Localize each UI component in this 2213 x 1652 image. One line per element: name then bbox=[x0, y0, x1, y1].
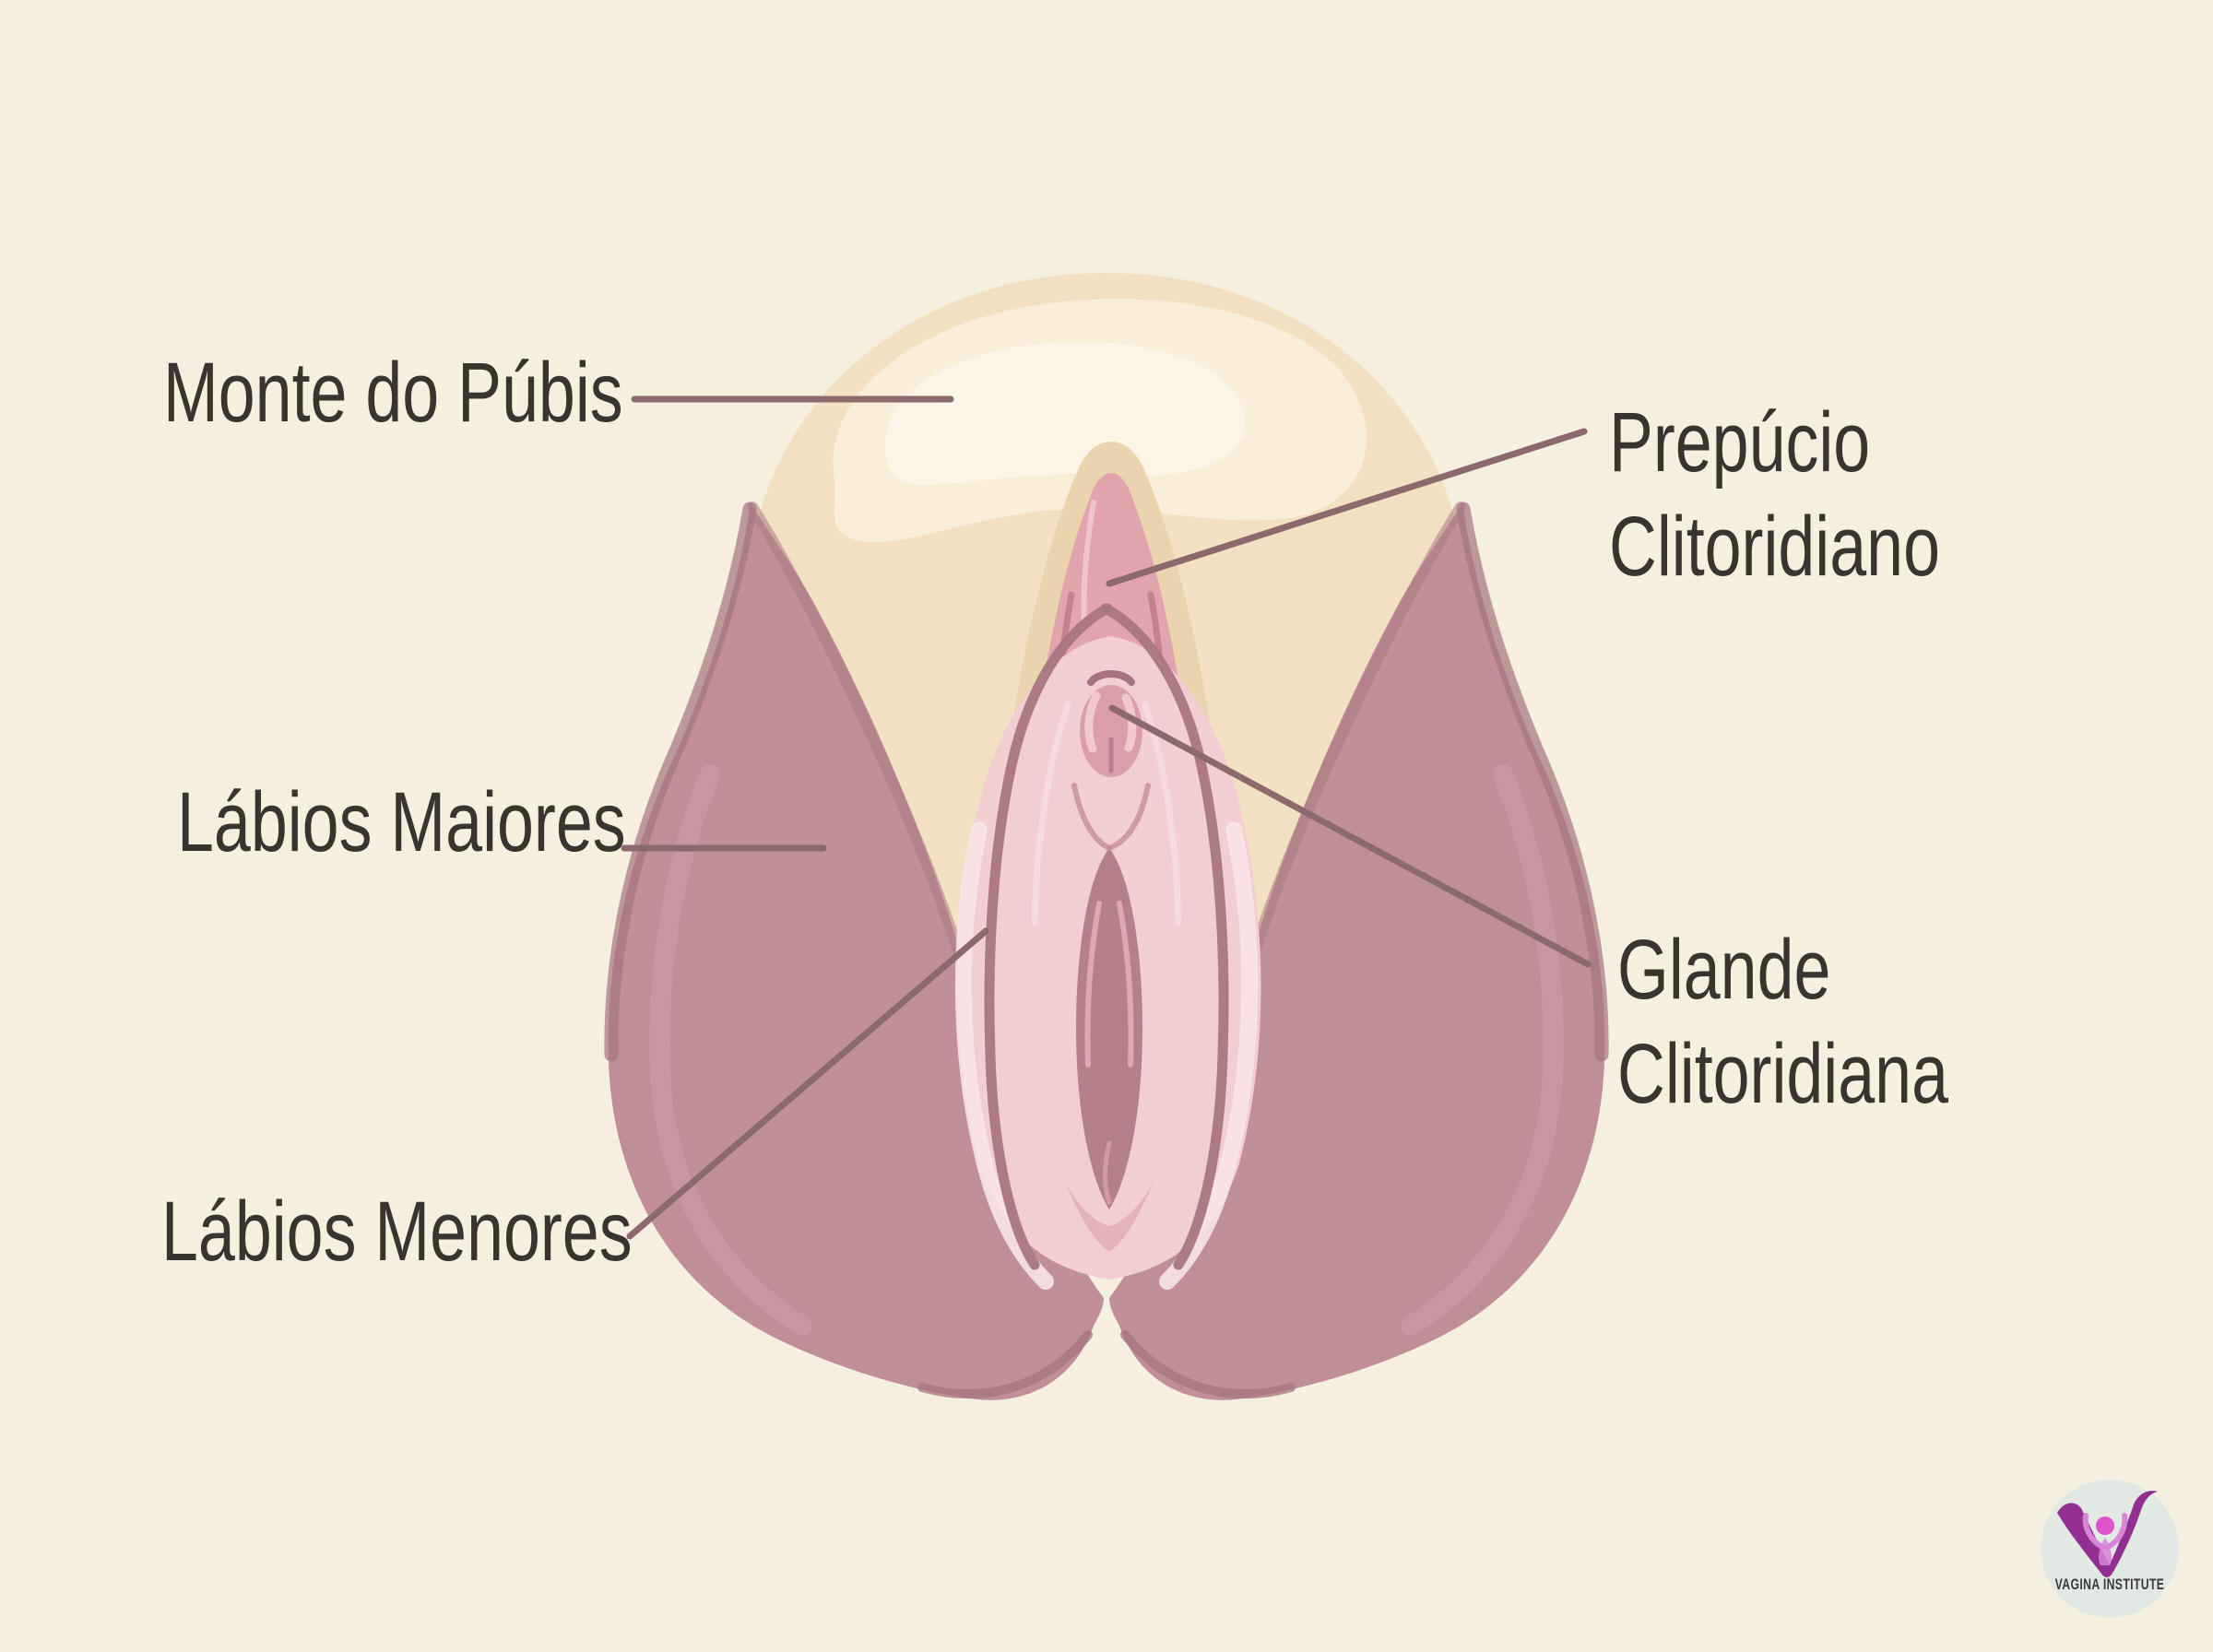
minora-edge-highlight-right bbox=[1159, 821, 1259, 1290]
minora-edge-highlight-left bbox=[954, 821, 1054, 1290]
hood-highlight-streak bbox=[1081, 500, 1096, 628]
glans-highlight-right bbox=[1121, 693, 1137, 752]
logo-v-emblem bbox=[2057, 1491, 2158, 1577]
majora-highlight-right bbox=[1401, 764, 1564, 1336]
glans-fold-right bbox=[1106, 783, 1151, 851]
clitoral-glans bbox=[1071, 670, 1151, 851]
leader-labios-menores bbox=[626, 927, 989, 1240]
mons-highlight-bright bbox=[884, 341, 1246, 485]
vestibule-highlight-left bbox=[1084, 901, 1102, 1068]
glans-hood-notch bbox=[1087, 670, 1135, 686]
vestibule-highlight-right bbox=[1117, 901, 1134, 1068]
glans-highlight-left bbox=[1084, 691, 1101, 753]
vagina-institute-logo: VAGINA INSTITUTE bbox=[2041, 1480, 2179, 1618]
majora-inner-shade-left bbox=[747, 502, 972, 983]
majora-cleft-rim-right bbox=[1120, 1330, 1296, 1399]
leader-lines bbox=[621, 395, 1592, 1240]
label-monte-do-pubis: Monte do Púbis bbox=[163, 346, 623, 440]
label-labios-maiores: Lábios Maiores bbox=[177, 775, 626, 869]
vestibule bbox=[1076, 848, 1142, 1210]
label-glande-clitoridiana: Glande Clitoridiana bbox=[1617, 923, 1948, 1122]
majora-cleft-rim-left bbox=[917, 1330, 1093, 1399]
majora-highlight-left bbox=[649, 764, 812, 1336]
logo-text: VAGINA INSTITUTE bbox=[2054, 1575, 2165, 1593]
label-labios-menores: Lábios Menores bbox=[161, 1185, 633, 1279]
glans-fold-left bbox=[1071, 783, 1112, 851]
majora-inner-shade-right bbox=[1241, 502, 1466, 983]
fourchette bbox=[1065, 1182, 1154, 1252]
majora-rim-left bbox=[604, 502, 757, 1062]
fold-ridge-left bbox=[984, 603, 1113, 1270]
leader-glande-clitoridiana bbox=[1108, 704, 1592, 968]
leader-prepucio-clitoridiano bbox=[1106, 428, 1588, 587]
vestibule-tip-streak bbox=[1103, 1140, 1112, 1205]
majora-rim-right bbox=[1456, 502, 1609, 1062]
fold-ridge-right bbox=[1100, 603, 1229, 1270]
label-prepucio-clitoridiano: Prepúcio Clitoridiano bbox=[1609, 395, 1940, 595]
logo-figure bbox=[2082, 1513, 2128, 1565]
minora-inner-streak-left bbox=[1031, 702, 1071, 926]
